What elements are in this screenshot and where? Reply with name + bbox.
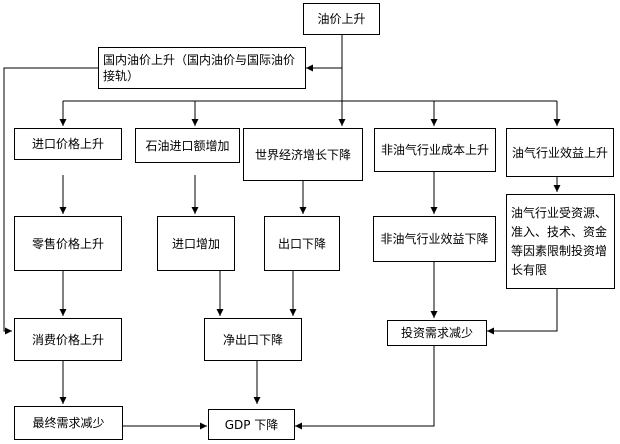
node-investment-down-label: 投资需求减少 — [400, 326, 473, 340]
node-consumer-price-up: 消费价格上升 — [14, 318, 122, 361]
node-gdp-down: GDP 下降 — [208, 409, 295, 440]
node-oil-benefit-up-label: 油气行业效益上升 — [511, 145, 608, 160]
node-export-down: 出口下降 — [264, 216, 340, 271]
node-retail-price-up: 零售价格上升 — [14, 216, 122, 271]
node-non-oil-cost-up-label: 非油气行业成本上升 — [380, 143, 489, 157]
node-investment-down: 投资需求减少 — [387, 320, 487, 346]
node-non-oil-benefit-down: 非油气行业效益下降 — [373, 216, 496, 262]
node-world-growth-down: 世界经济增长下降 — [243, 128, 363, 181]
node-oil-investment-constraint-label: 油气行业受资源、准入、技术、资金等因素限制投资增长有限 — [511, 205, 608, 277]
node-non-oil-benefit-down-label: 非油气行业效益下降 — [380, 232, 489, 246]
node-oil-benefit-up: 油气行业效益上升 — [506, 128, 614, 177]
connector-domestic-to-consumer — [3, 67, 98, 335]
node-domestic-oil-price-up: 国内油价上升（国内油价与国际油价接轨） — [98, 47, 306, 89]
node-oil-investment-constraint: 油气行业受资源、准入、技术、资金等因素限制投资增长有限 — [506, 194, 615, 289]
node-net-export-down-label: 净出口下降 — [222, 332, 283, 347]
node-domestic-oil-price-up-label: 国内油价上升（国内油价与国际油价接轨） — [103, 53, 296, 83]
node-oil-import-amount-up-label: 石油进口额增加 — [145, 138, 230, 153]
node-retail-price-up-label: 零售价格上升 — [31, 236, 104, 251]
node-net-export-down: 净出口下降 — [204, 318, 302, 361]
node-oil-import-amount-up: 石油进口额增加 — [135, 128, 240, 163]
node-consumer-price-up-label: 消费价格上升 — [31, 332, 104, 347]
node-gdp-down-label: GDP 下降 — [224, 417, 279, 432]
node-oil-price-up-label: 油价上升 — [317, 12, 366, 26]
node-import-up: 进口增加 — [157, 216, 235, 271]
node-import-price-up-label: 进口价格上升 — [31, 137, 104, 151]
node-non-oil-cost-up: 非油气行业成本上升 — [374, 128, 496, 172]
node-final-demand-down-label: 最终需求减少 — [32, 416, 105, 430]
connector-investment-to-gdp — [295, 346, 435, 430]
node-world-growth-down-label: 世界经济增长下降 — [254, 147, 351, 162]
node-import-up-label: 进口增加 — [171, 236, 220, 251]
node-final-demand-down: 最终需求减少 — [14, 406, 123, 440]
connector-constraint-to-investment — [487, 289, 558, 335]
node-import-price-up: 进口价格上升 — [14, 128, 122, 160]
node-export-down-label: 出口下降 — [277, 236, 326, 251]
node-oil-price-up: 油价上升 — [303, 3, 380, 35]
